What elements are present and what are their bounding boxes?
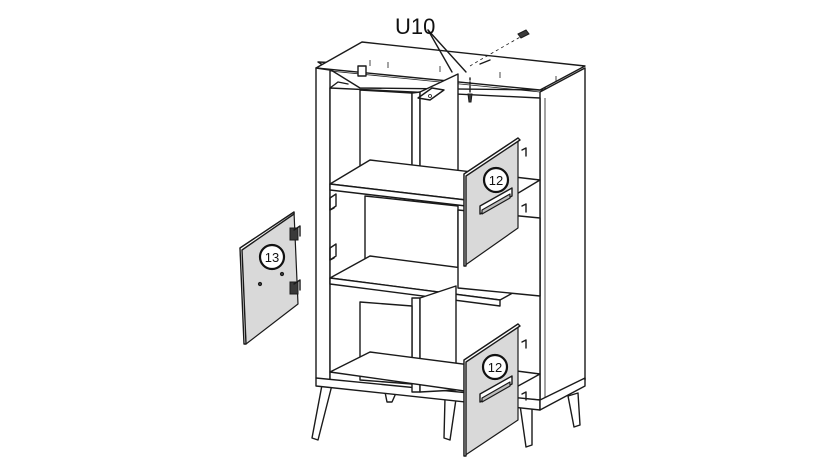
screw-u10 — [467, 29, 530, 103]
top-panel — [315, 41, 586, 91]
hinge-mount-left-lower — [329, 243, 337, 261]
hinge-door-left-upper — [289, 225, 301, 241]
callout-13: 13 — [258, 243, 286, 271]
leg-front-left — [311, 384, 333, 441]
right-side-panel — [539, 67, 586, 409]
callout-12-lower-label: 12 — [488, 360, 502, 375]
leg-front-center-right — [519, 403, 533, 448]
callout-13-label: 13 — [265, 250, 279, 265]
hinge-door-left-lower — [289, 279, 301, 295]
door-right-upper — [463, 137, 527, 267]
u10-label: U10 — [395, 14, 435, 39]
door-left — [239, 211, 301, 345]
interior — [329, 60, 557, 397]
door-right-lower — [463, 323, 527, 457]
leg-back-right — [567, 392, 581, 428]
hinge-mount-left-upper — [329, 193, 337, 211]
leg-front-right — [443, 397, 457, 441]
u10-leader — [427, 29, 467, 73]
callout-12-upper: 12 — [482, 166, 510, 194]
handle-upper — [479, 187, 513, 215]
callout-12-upper-label: 12 — [489, 173, 503, 188]
left-side-panel — [315, 67, 331, 383]
callout-12-lower: 12 — [481, 353, 509, 381]
handle-lower — [479, 375, 513, 403]
bracket-center — [417, 87, 445, 101]
corner-fitting-left — [329, 65, 367, 89]
